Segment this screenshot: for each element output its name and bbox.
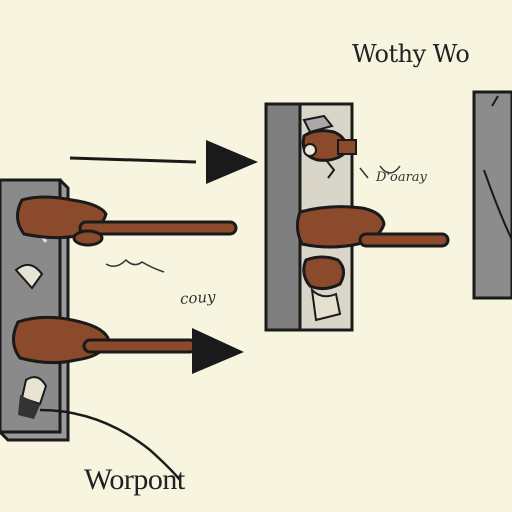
- diagram-caption: Worpont: [84, 463, 185, 496]
- middle-wire: [295, 205, 450, 249]
- arrow-icon: [69, 140, 258, 184]
- arrow-icon: [192, 328, 244, 374]
- handwritten-label: couy: [179, 287, 217, 308]
- scribble-line: [105, 258, 165, 273]
- right-outlet-icon: [472, 90, 512, 300]
- handwritten-label: D'oaray: [376, 170, 427, 185]
- diagram-title: Wothy Wo: [352, 40, 470, 68]
- middle-switch-icon: [264, 102, 357, 332]
- scribble-line: [359, 165, 401, 179]
- left-upper-wire: [16, 195, 238, 247]
- left-lead-wire: [39, 408, 181, 481]
- left-lower-wire: [12, 315, 198, 365]
